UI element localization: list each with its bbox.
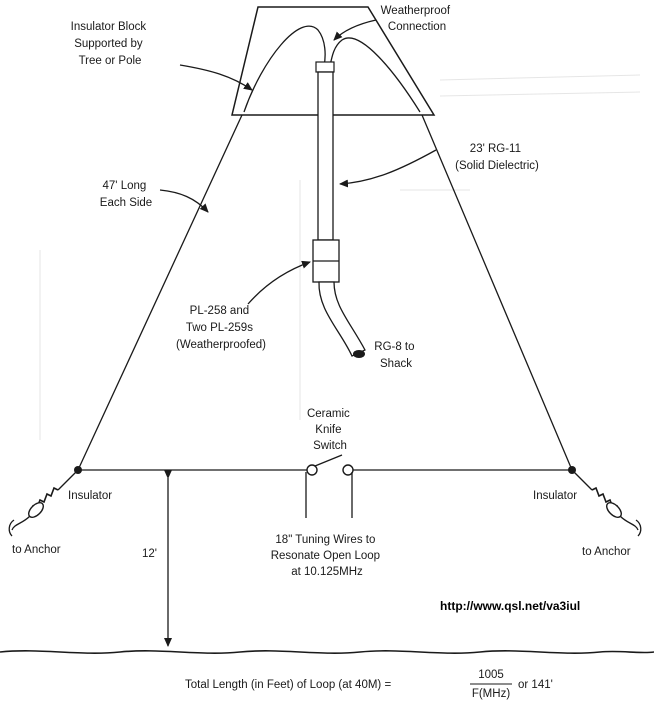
coax-rg11 xyxy=(317,71,334,241)
formula-left: Total Length (in Feet) of Loop (at 40M) … xyxy=(185,679,391,691)
ceramic-knife-switch xyxy=(305,454,354,518)
formula: Total Length (in Feet) of Loop (at 40M) … xyxy=(185,669,553,700)
feed-wire-right xyxy=(329,37,421,113)
label-weatherproof-connection: Weatherproof Connection xyxy=(381,5,454,33)
url-text: http://www.qsl.net/va3iul xyxy=(440,599,580,613)
arrow-insulator-block xyxy=(179,64,253,91)
label-rg11: 23' RG-11 (Solid Dielectric) xyxy=(455,143,539,172)
arrow-pl258 xyxy=(247,260,311,305)
label-insulator-left: Insulator xyxy=(68,490,112,502)
formula-right: or 141' xyxy=(518,679,553,691)
arrow-47-long xyxy=(159,189,209,213)
loop-wire-right xyxy=(421,114,573,471)
label-47-long: 47' Long Each Side xyxy=(100,180,152,209)
background-bleed-marks xyxy=(39,74,641,440)
coax-connector-top xyxy=(315,61,335,73)
label-insulator-right: Insulator xyxy=(533,490,577,502)
formula-numerator: 1005 xyxy=(478,669,504,681)
insulator-block xyxy=(231,6,436,116)
label-tuning-wires: 18" Tuning Wires to Resonate Open Loop a… xyxy=(271,534,384,578)
insulator-right xyxy=(571,469,642,537)
arrow-rg11 xyxy=(339,149,437,188)
ground-line xyxy=(0,650,654,654)
label-ceramic-switch: Ceramic Knife Switch xyxy=(307,408,353,452)
label-anchor-left: to Anchor xyxy=(12,544,61,556)
label-rg8: RG-8 to Shack xyxy=(374,341,417,370)
coax-rg8 xyxy=(318,281,366,357)
arrow-weatherproof-connection xyxy=(333,19,377,41)
label-insulator-block: Insulator Block Supported by Tree or Pol… xyxy=(71,21,150,67)
label-height: 12' xyxy=(142,548,157,560)
feed-wire-left xyxy=(243,25,326,113)
formula-denominator: F(MHz) xyxy=(472,688,510,700)
label-pl258: PL-258 and Two PL-259s (Weatherproofed) xyxy=(176,305,266,351)
label-anchor-right: to Anchor xyxy=(582,546,631,558)
insulator-left xyxy=(8,469,79,537)
loop-wire-left xyxy=(77,114,243,471)
